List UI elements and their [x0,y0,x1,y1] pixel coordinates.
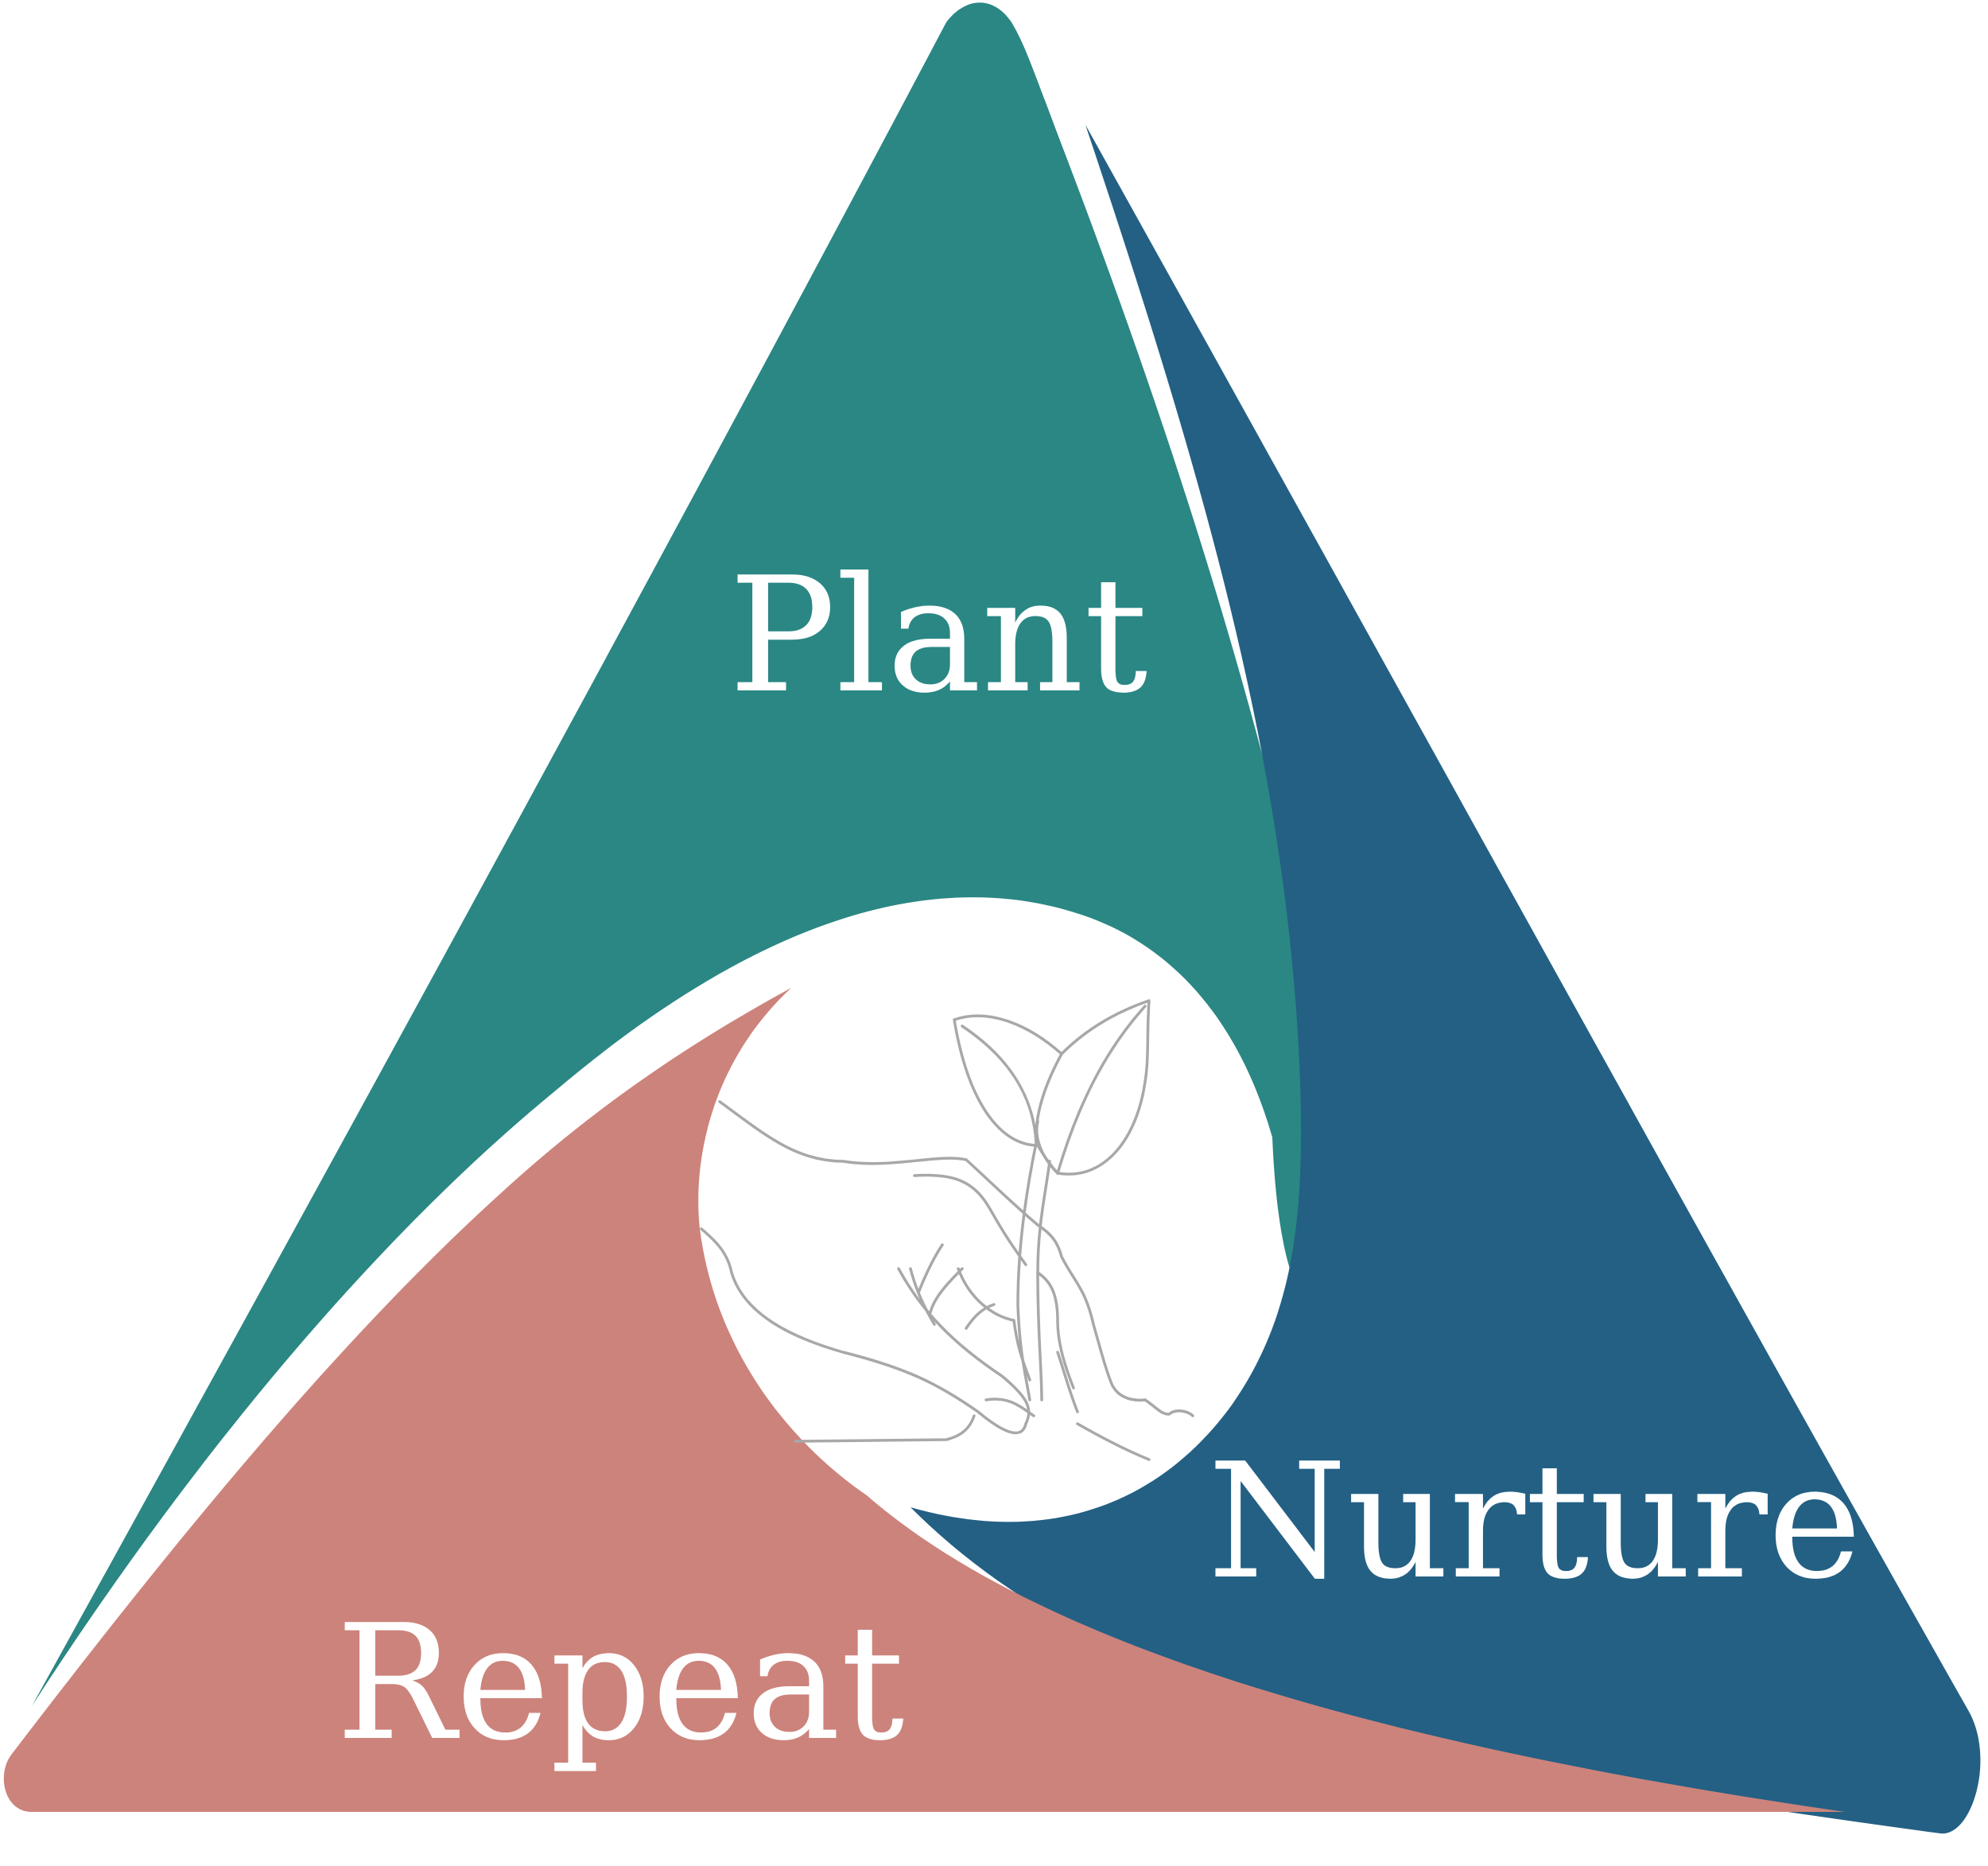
nurture-segment [911,125,1981,1834]
repeat-label: Repeat [336,1591,905,1776]
hands-planting-seedling-icon [700,999,1194,1461]
plant-segment [32,2,1346,1706]
repeat-segment [3,988,1845,1812]
plant-label: Plant [729,543,1148,729]
nurture-label: Nurture [1208,1429,1862,1615]
